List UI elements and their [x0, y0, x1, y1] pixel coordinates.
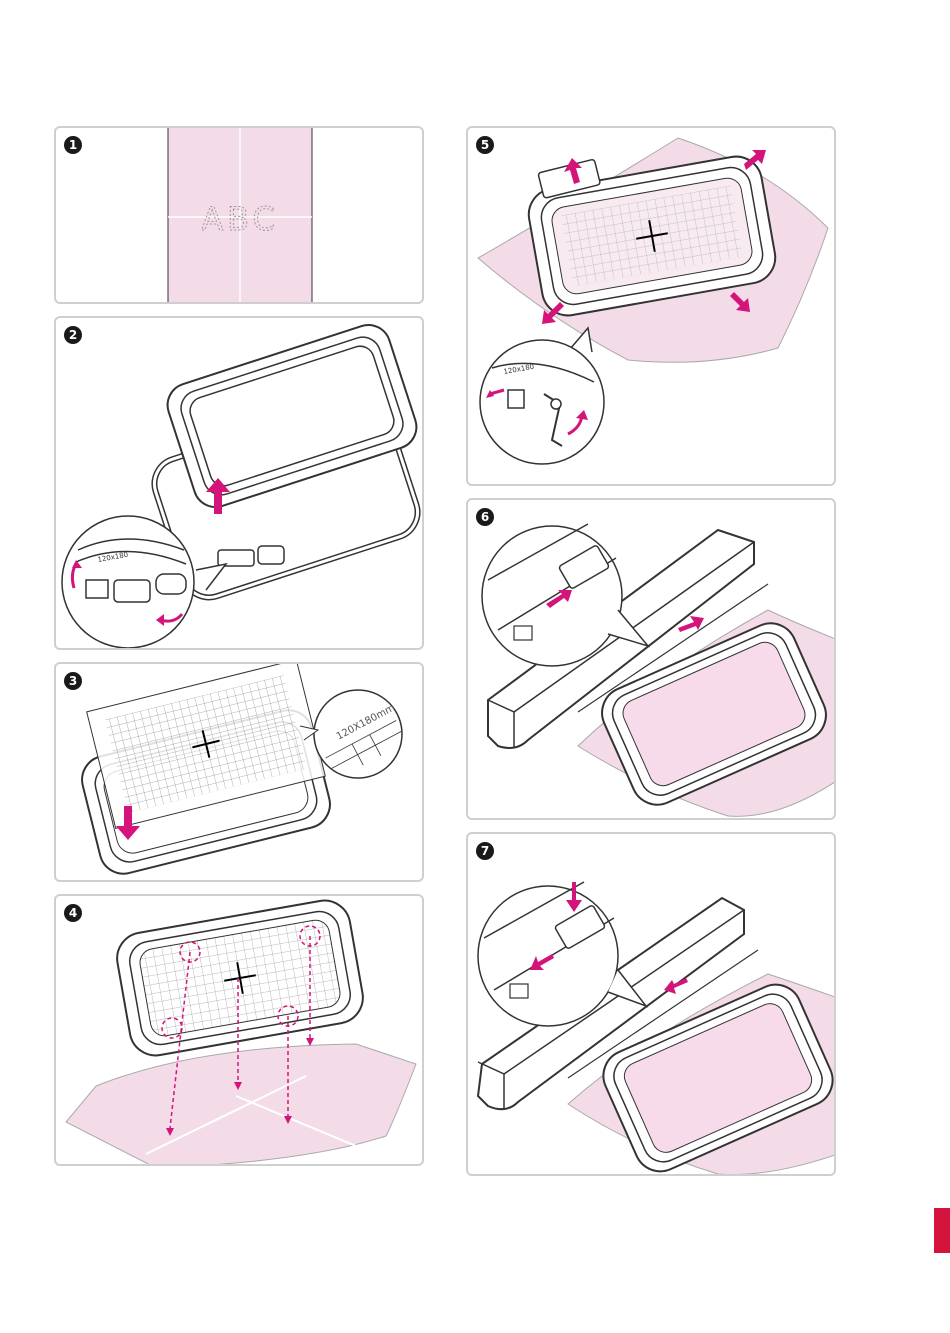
- step-7-panel: 7: [466, 832, 836, 1176]
- step-6-illustration: [468, 500, 836, 820]
- step-6-panel: 6: [466, 498, 836, 820]
- step-1-panel: 1 ABC: [54, 126, 424, 304]
- zoom-callout: [482, 526, 622, 666]
- zoom-callout: [480, 340, 604, 464]
- step-6-badge: 6: [476, 508, 494, 526]
- step-7-badge: 7: [476, 842, 494, 860]
- page-edge-tab: [934, 1208, 950, 1253]
- step-2-badge: 2: [64, 326, 82, 344]
- step-5-badge: 5: [476, 136, 494, 154]
- step-3-badge: 3: [64, 672, 82, 690]
- step-4-illustration: [56, 896, 424, 1166]
- step-4-badge: 4: [64, 904, 82, 922]
- step-5-panel: 5 120: [466, 126, 836, 486]
- step-7-illustration: [468, 834, 836, 1176]
- step-3-panel: 3 120X180mm: [54, 662, 424, 882]
- abc-design-text: ABC: [201, 200, 279, 238]
- step-2-illustration: 120x180: [56, 318, 424, 650]
- step-1-illustration: ABC: [56, 128, 424, 304]
- step-3-illustration: 120X180mm: [56, 664, 424, 882]
- zoom-callout: [478, 886, 618, 1026]
- step-1-badge: 1: [64, 136, 82, 154]
- step-2-panel: 2 120x180: [54, 316, 424, 650]
- step-4-panel: 4: [54, 894, 424, 1166]
- step-5-illustration: 120x180: [468, 128, 836, 486]
